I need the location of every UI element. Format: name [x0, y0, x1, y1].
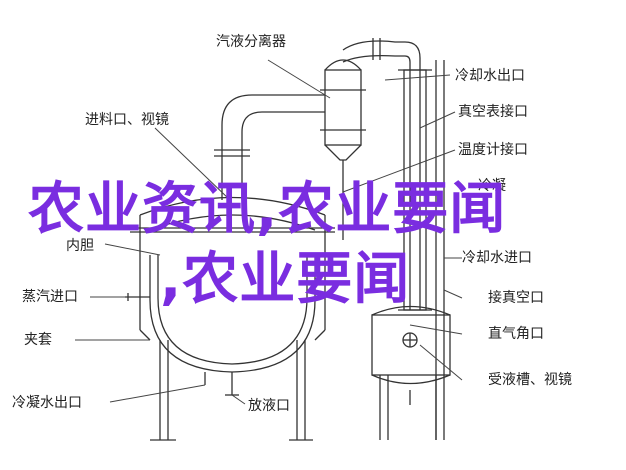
label-steam-inlet: 蒸汽进口	[22, 289, 78, 305]
label-jacket: 夹套	[24, 332, 52, 348]
label-receiver-sightglass: 受液槽、视镜	[488, 372, 572, 388]
label-cooling-water-outlet: 冷却水出口	[455, 68, 525, 84]
label-elbow-port: 直气角口	[488, 326, 544, 342]
label-cooling-water-inlet: 冷却水进口	[462, 250, 532, 266]
overlay-subheadline: ,农业要闻	[160, 247, 411, 312]
leader-lines	[75, 59, 463, 405]
label-liner: 内胆	[66, 238, 94, 254]
vapor-pipe	[214, 94, 325, 200]
condenser-pipe	[342, 38, 421, 70]
label-condensate-outlet: 冷凝水出口	[12, 395, 82, 411]
separator-column	[320, 59, 366, 240]
overlay-headline: 农业资讯,农业要闻	[28, 177, 507, 242]
discharge-valve	[204, 372, 239, 396]
steam-inlet-pipe	[125, 293, 150, 301]
label-vacuum-port: 接真空口	[488, 290, 544, 306]
label-discharge-port: 放液口	[248, 398, 290, 414]
receiver-tank	[371, 305, 451, 440]
vessel-legs	[150, 340, 313, 441]
main-vessel	[130, 196, 335, 373]
label-thermometer-port: 温度计接口	[458, 142, 528, 158]
label-partial-hidden: 冷凝	[478, 178, 506, 194]
label-separator: 汽液分离器	[216, 34, 286, 50]
label-vacuum-gauge-port: 真空表接口	[458, 104, 528, 120]
label-feed-port: 进料口、视镜	[85, 112, 169, 128]
